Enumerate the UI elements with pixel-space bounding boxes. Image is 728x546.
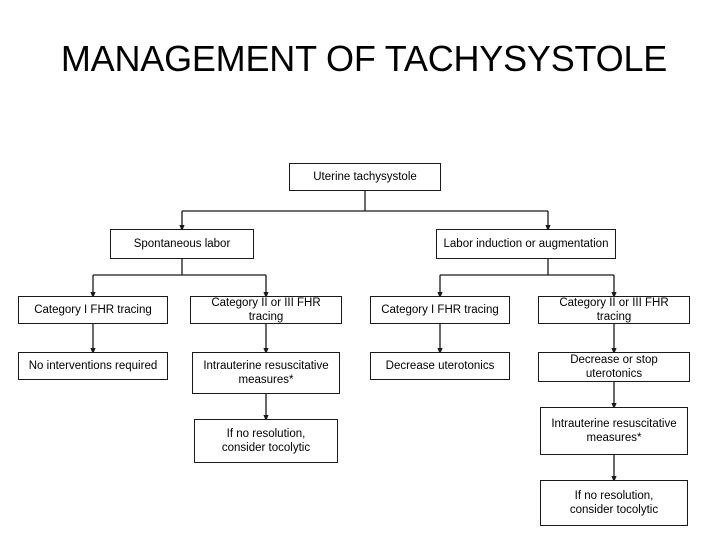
node-category-i-fhr-tracing-left[interactable]: Category I FHR tracing (18, 296, 168, 324)
node-category-i-fhr-tracing-right[interactable]: Category I FHR tracing (370, 296, 510, 324)
node-category-ii-or-iii-fhr-tracing-right[interactable]: Category II or III FHR tracing (538, 296, 690, 324)
node-label: Category I FHR tracing (381, 304, 499, 316)
node-no-interventions-required[interactable]: No interventions required (18, 352, 168, 380)
node-intrauterine-resuscitative-measures-right[interactable]: Intrauterine resuscitative measures* (540, 407, 688, 455)
node-label: Category I FHR tracing (34, 304, 152, 316)
node-label: Category II or III FHR tracing (211, 297, 321, 323)
node-label: Uterine tachysystole (313, 171, 417, 183)
node-if-no-resolution-consider-tocolytic-left[interactable]: If no resolution, consider tocolytic (194, 419, 338, 463)
node-label: Spontaneous labor (133, 238, 231, 250)
node-category-ii-or-iii-fhr-tracing-left[interactable]: Category II or III FHR tracing (190, 296, 342, 324)
node-intrauterine-resuscitative-measures-left[interactable]: Intrauterine resuscitative measures* (192, 352, 340, 394)
node-label: If no resolution, consider tocolytic (221, 428, 311, 454)
node-spontaneous-labor[interactable]: Spontaneous labor (110, 229, 254, 259)
page-title: MANAGEMENT OF TACHYSYSTOLE (60, 38, 668, 79)
node-label: Decrease or stop uterotonics (570, 354, 658, 380)
node-if-no-resolution-consider-tocolytic-right[interactable]: If no resolution, consider tocolytic (540, 480, 688, 526)
node-label: Category II or III FHR tracing (559, 297, 669, 323)
node-label: Intrauterine resuscitative measures* (203, 360, 329, 386)
node-label: Intrauterine resuscitative measures* (551, 418, 677, 444)
node-label: If no resolution, consider tocolytic (569, 490, 659, 516)
node-label: Labor induction or augmentation (443, 238, 609, 250)
node-label: No interventions required (28, 360, 158, 372)
node-uterine-tachysystole[interactable]: Uterine tachysystole (289, 163, 441, 191)
node-decrease-uterotonics[interactable]: Decrease uterotonics (370, 352, 510, 380)
node-decrease-or-stop-uterotonics[interactable]: Decrease or stop uterotonics (538, 352, 690, 382)
node-labor-induction-or-augmentation[interactable]: Labor induction or augmentation (436, 229, 616, 259)
node-label: Decrease uterotonics (385, 360, 495, 372)
